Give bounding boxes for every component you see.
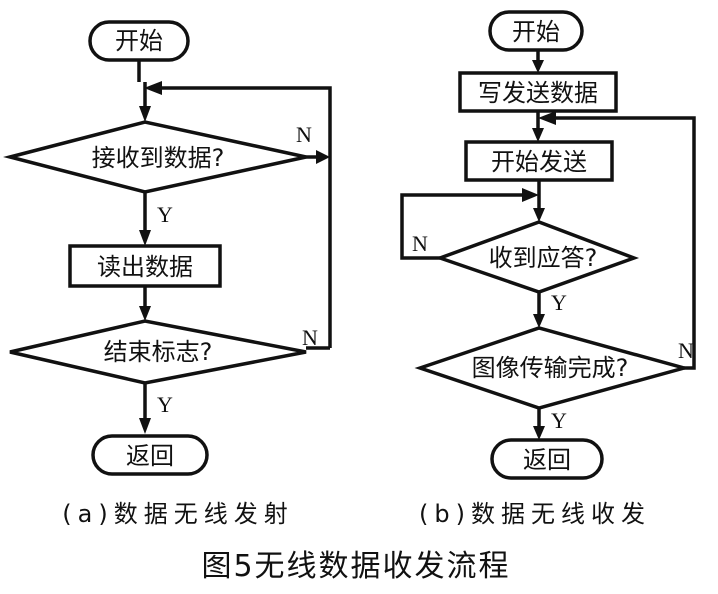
a-decision-end: [9, 319, 307, 385]
a-arrow-into-enddecision: [139, 306, 151, 321]
b-arrow-into-send: [532, 128, 544, 142]
b-label-n2: N: [678, 338, 694, 363]
b-start-label: 开始: [512, 18, 560, 46]
b-caption: (b)数据无线收发: [419, 500, 651, 528]
b-arrow-into-ack: [533, 208, 545, 222]
diagram-b: 开始 写发送数据 开始发送 N 收到应答? Y 图像传输完成?: [400, 10, 696, 528]
b-label-y2: Y: [551, 408, 567, 433]
diagram-a: 开始 接收到数据? N Y 读出数据 结束标志? N: [3, 20, 332, 528]
b-end-node: [490, 438, 604, 480]
b-edge-ack-loop: [400, 193, 525, 260]
b-process-send-label: 开始发送: [491, 148, 587, 176]
a-label-n2: N: [302, 325, 318, 350]
a-process-read-label: 读出数据: [97, 253, 193, 281]
a-caption: (a)数据无线发射: [62, 500, 293, 528]
a-edge-loop-back: [160, 86, 332, 348]
a-arrow-into-read: [139, 230, 151, 246]
a-label-y1: Y: [157, 202, 173, 227]
a-end-node: [91, 434, 209, 476]
b-decision-done-label: 图像传输完成?: [472, 354, 629, 382]
b-decision-ack: [434, 220, 640, 294]
figure-title: 图5无线数据收发流程: [201, 549, 510, 584]
b-decision-done: [414, 326, 691, 410]
a-decision-end-label: 结束标志?: [104, 338, 213, 366]
a-decision-receive-label: 接收到数据?: [92, 144, 225, 172]
b-arrow-into-write: [532, 60, 544, 73]
a-arrow-loop-back: [144, 81, 162, 95]
b-arrow-done-loop: [538, 111, 556, 125]
a-arrow-into-return: [139, 418, 151, 434]
a-end-label: 返回: [126, 442, 174, 470]
a-arrow-into-decision: [139, 106, 151, 122]
b-arrow-into-return: [533, 426, 545, 440]
a-label-y2: Y: [157, 392, 173, 417]
b-start-node: [488, 10, 584, 52]
a-start-label: 开始: [115, 27, 163, 55]
b-label-y1: Y: [551, 290, 567, 315]
b-arrow-into-done: [533, 314, 545, 328]
b-process-write: [458, 71, 618, 113]
b-decision-ack-label: 收到应答?: [489, 244, 598, 272]
b-process-write-label: 写发送数据: [478, 79, 598, 107]
a-arrow-receive-n: [316, 150, 330, 164]
a-label-n1: N: [296, 122, 312, 147]
b-arrow-ack-loop: [522, 188, 539, 202]
b-end-label: 返回: [523, 446, 571, 474]
a-process-read: [68, 244, 222, 288]
b-label-n1: N: [412, 231, 428, 256]
